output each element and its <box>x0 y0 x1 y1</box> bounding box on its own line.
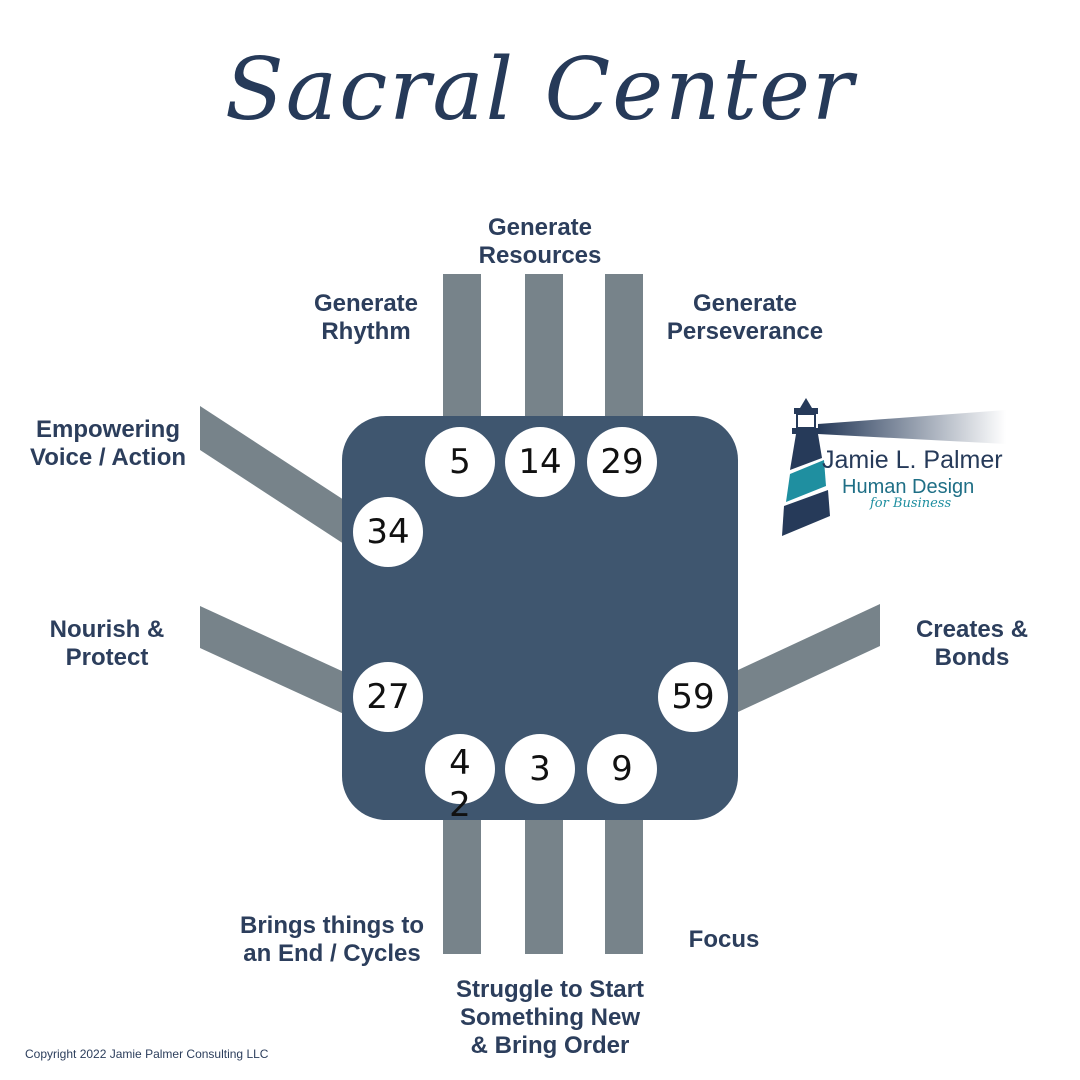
gate-3: 3 <box>505 734 575 804</box>
logo-name: Jamie L. Palmer <box>822 446 1003 474</box>
logo-tagline: for Business <box>870 496 952 511</box>
channel-left-27 <box>200 606 344 714</box>
label-struggle-to-start: Struggle to Start Something New & Bring … <box>455 976 644 1059</box>
gate-14: 14 <box>505 427 575 497</box>
label-focus: Focus <box>688 926 760 953</box>
gate-5: 5 <box>425 427 495 497</box>
gate-42-number: 42 <box>449 743 471 825</box>
channel-top-5 <box>443 274 481 420</box>
gate-34: 34 <box>353 497 423 567</box>
page-title: Sacral Center <box>224 40 856 140</box>
channel-top-14 <box>525 274 563 420</box>
gate-29: 29 <box>587 427 657 497</box>
label-nourish-protect: Nourish & Protect <box>49 616 165 671</box>
gate-9: 9 <box>587 734 657 804</box>
lighthouse-logo-icon <box>782 398 1006 536</box>
gate-27: 27 <box>353 662 423 732</box>
gate-59: 59 <box>658 662 728 732</box>
channel-top-29 <box>605 274 643 420</box>
channel-bottom-3 <box>525 816 563 954</box>
channel-bottom-9 <box>605 816 643 954</box>
label-generate-perseverance: Generate Perseverance <box>666 290 824 345</box>
gate-42: 42 <box>425 734 495 825</box>
label-brings-things-to-end: Brings things to an End / Cycles <box>240 912 424 967</box>
channel-bottom-42 <box>443 816 481 954</box>
label-generate-rhythm: Generate Rhythm <box>313 290 419 345</box>
label-empowering-voice: Empowering Voice / Action <box>29 416 187 471</box>
channel-left-34 <box>200 406 344 544</box>
copyright-text: Copyright 2022 Jamie Palmer Consulting L… <box>25 1047 269 1061</box>
label-generate-resources: Generate Resources <box>478 214 602 269</box>
label-creates-bonds: Creates & Bonds <box>915 616 1029 671</box>
logo-subtitle: Human Design <box>842 476 975 498</box>
channel-right-59 <box>738 604 880 712</box>
